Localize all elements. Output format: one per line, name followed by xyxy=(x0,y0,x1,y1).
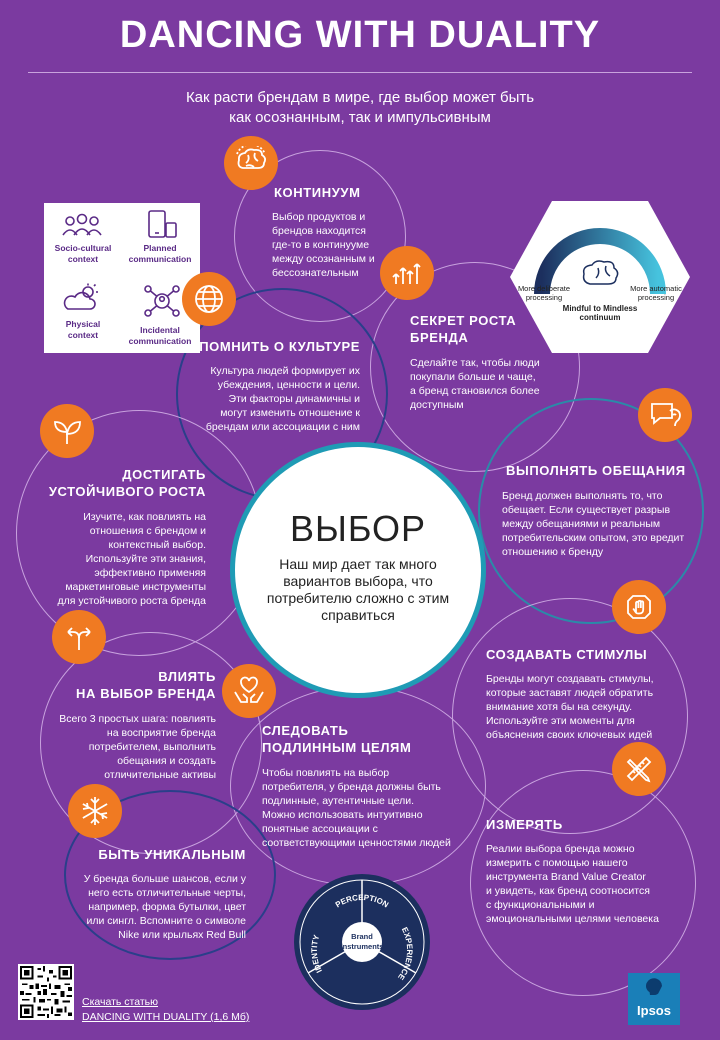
heading-growth-secret: СЕКРЕТ РОСТА БРЕНДА xyxy=(410,313,517,345)
text-influence: Всего 3 простых шага: повлиять на воспри… xyxy=(59,713,216,781)
context-label-socio-cultural: Socio-cultural context xyxy=(54,243,112,264)
speech-ear-icon xyxy=(638,388,692,442)
brand-instruments-wheel: Brand Instruments PERCEPTION EXPERIENCE … xyxy=(294,874,430,1010)
text-sustainable-growth: Изучите, как повлиять на отношения с бре… xyxy=(57,511,206,607)
devices-icon xyxy=(148,210,177,238)
center-text-line: Наш мир дает так много xyxy=(279,556,437,572)
heading-sustainable-growth: ДОСТИГАТЬ УСТОЙЧИВОГО РОСТА xyxy=(48,467,206,499)
continuum-diagram: More deliberate processing More automati… xyxy=(508,198,692,356)
heading-unique: БЫТЬ УНИКАЛЬНЫМ xyxy=(98,847,246,862)
hand-stop-icon xyxy=(612,580,666,634)
text-purpose: Чтобы повлиять на выбор потребителя, у б… xyxy=(262,767,451,849)
page-title: DANCING WITH DUALITY xyxy=(119,14,601,56)
heading-stimuli: СОЗДАВАТЬ СТИМУЛЫ xyxy=(486,647,648,662)
ruler-pencil-icon xyxy=(612,742,666,796)
wheel-center-line: Instruments xyxy=(341,942,384,951)
continuum-left-label: More deliberate processing xyxy=(517,284,571,302)
center-circle xyxy=(230,442,486,698)
growth-arrows-icon xyxy=(380,246,434,300)
heading-continuum: КОНТИНУУМ xyxy=(274,185,361,200)
heading-promises: ВЫПОЛНЯТЬ ОБЕЩАНИЯ xyxy=(506,463,686,478)
snowflake-icon xyxy=(68,784,122,838)
split-arrow-icon xyxy=(52,610,106,664)
text-culture: Культура людей формирует их убеждения, ц… xyxy=(205,365,360,433)
heading-culture: ПОМНИТЬ О КУЛЬТУРЕ xyxy=(199,339,360,354)
ipsos-logo: Ipsos xyxy=(628,973,680,1025)
text-promises: Бренд должен выполнять то, что обещает. … xyxy=(502,490,685,558)
sprout-icon xyxy=(40,404,94,458)
context-panel: Socio-cultural context Planned communica… xyxy=(44,203,200,353)
weather-icon xyxy=(63,283,98,310)
wheel-center-line: Brand xyxy=(351,932,373,941)
heading-measure: ИЗМЕРЯТЬ xyxy=(486,817,563,832)
subtitle-line: как осознанным, так и импульсивным xyxy=(229,109,491,126)
context-label-planned: Planned communication xyxy=(128,243,192,264)
center-text-line: потребителю сложно с этим xyxy=(266,590,450,606)
text-stimuli: Бренды могут создавать стимулы, которые … xyxy=(486,673,654,741)
continuum-caption: Mindful to Mindless continuum xyxy=(562,304,638,322)
network-icon xyxy=(144,285,180,317)
text-growth-secret: Сделайте так, чтобы люди покупали больше… xyxy=(410,357,540,411)
subtitle-line: Как расти брендам в мире, где выбор може… xyxy=(185,89,535,106)
center-text: Наш мир дает так много вариантов выбора,… xyxy=(256,556,460,624)
brain-icon xyxy=(582,260,619,285)
center-title: ВЫБОР xyxy=(289,508,427,549)
subtitle: Как расти брендам в мире, где выбор може… xyxy=(100,88,620,128)
center-text-line: вариантов выбора, что xyxy=(283,573,433,589)
qr-code[interactable] xyxy=(18,964,74,1020)
download-link[interactable]: Скачать статью xyxy=(82,996,158,1008)
continuum-hexagon xyxy=(510,201,690,353)
brain-icon xyxy=(224,136,278,190)
wheel-center xyxy=(342,922,382,962)
continuum-right-label: More automatic processing xyxy=(630,284,682,302)
ipsos-logo-text: Ipsos xyxy=(637,1003,671,1018)
download-link-title[interactable]: DANCING WITH DUALITY (1,6 Мб) xyxy=(82,1011,250,1023)
ring-measure xyxy=(470,770,696,996)
center-text-line: справиться xyxy=(321,607,395,623)
people-icon xyxy=(62,213,102,236)
text-measure: Реалии выбора бренда можно измерить с по… xyxy=(486,843,659,925)
globe-icon xyxy=(182,272,236,326)
text-continuum: Выбор продуктов и брендов находится где-… xyxy=(272,211,375,279)
heading-purpose: СЛЕДОВАТЬ ПОДЛИННЫМ ЦЕЛЯМ xyxy=(262,723,412,755)
text-unique: У бренда больше шансов, если у него есть… xyxy=(83,873,246,941)
heading-influence: ВЛИЯТЬ НА ВЫБОР БРЕНДА xyxy=(76,669,216,701)
ring-unique xyxy=(64,790,276,960)
context-label-incidental: Incidental communication xyxy=(128,325,192,346)
title-divider xyxy=(28,72,692,73)
heart-hands-icon xyxy=(222,664,276,718)
context-label-physical: Physical context xyxy=(65,319,101,340)
